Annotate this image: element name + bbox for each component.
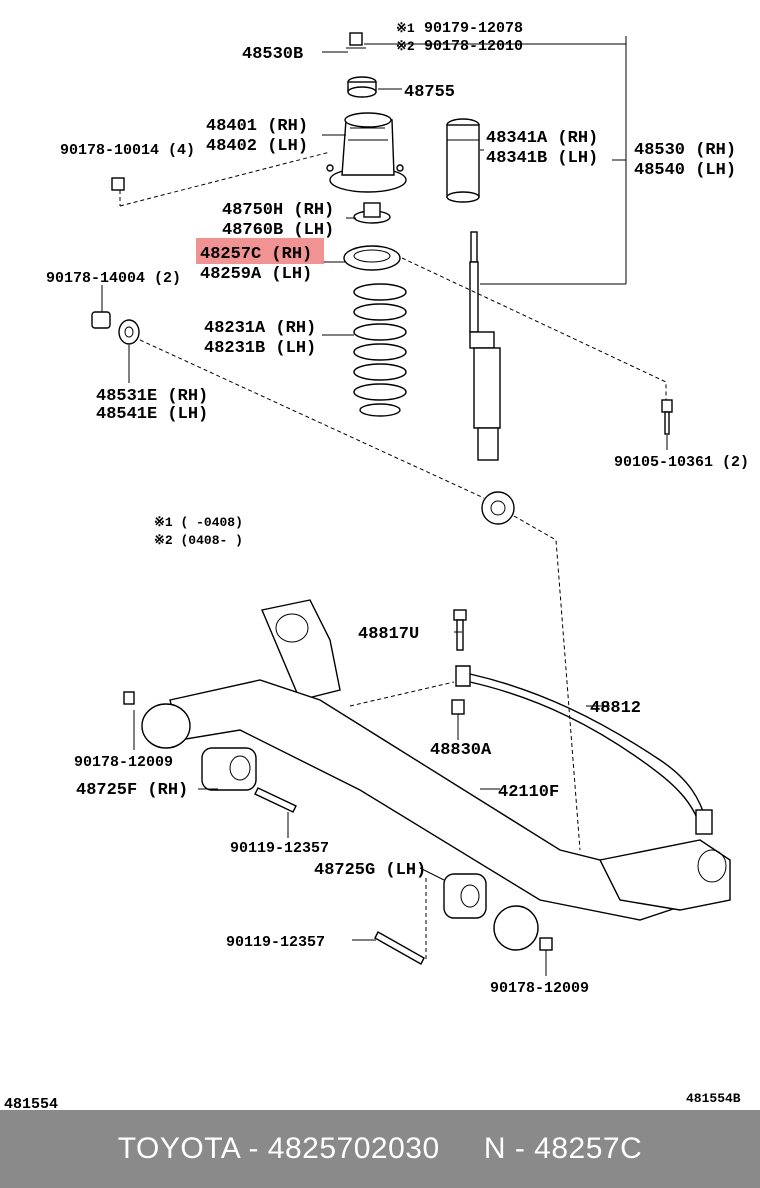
label-48401: 48401 (RH) — [206, 117, 308, 136]
label-90179-12078: 90179-12078 — [424, 20, 523, 37]
nut-90178-10014-drawing — [111, 177, 125, 191]
label-48257C: 48257C (RH) — [200, 245, 312, 264]
label-48760B: 48760B (LH) — [222, 221, 334, 240]
bushing-48725G-drawing — [443, 873, 487, 919]
label-42110F: 42110F — [498, 783, 559, 802]
bump-stopper-48341-drawing — [446, 118, 480, 203]
label-48812: 48812 — [590, 699, 641, 718]
nut-48830A-drawing — [451, 699, 465, 715]
leader-lines — [101, 36, 668, 976]
label-48540: 48540 (LH) — [634, 161, 736, 180]
nut-90178-12009-b-drawing — [539, 937, 553, 951]
footer-part-info: TOYOTA - 4825702030 N - 48257C — [117, 1132, 643, 1165]
label-48531E: 48531E (RH) — [96, 387, 208, 406]
label-48259A: 48259A (LH) — [200, 265, 312, 284]
diagram-id-right: 481554B — [686, 1091, 741, 1106]
bolt-48817U-drawing — [453, 609, 467, 651]
coil-spring-48231-drawing — [353, 283, 407, 417]
label-48817U: 48817U — [358, 625, 419, 644]
stabilizer-bar-48812-drawing — [455, 665, 713, 835]
label-48755: 48755 — [404, 83, 455, 102]
diagram-id-left: 481554 — [4, 1096, 58, 1110]
label-90178-12010: 90178-12010 — [424, 38, 523, 55]
label-48530B: 48530B — [242, 45, 303, 64]
note-mark-1: ※1 — [396, 21, 415, 36]
label-48725F: 48725F (RH) — [76, 781, 188, 800]
label-48750H: 48750H (RH) — [222, 201, 334, 220]
label-48530: 48530 (RH) — [634, 141, 736, 160]
bolt-90119-12357-a-drawing — [254, 787, 297, 813]
highlight-48257C — [196, 238, 324, 264]
nut-48530B-drawing — [346, 32, 366, 49]
support-mount-48401-drawing — [326, 112, 407, 193]
footer-bar: TOYOTA - 4825702030 N - 48257C — [0, 1110, 760, 1188]
shock-absorber-48530-drawing — [469, 231, 515, 525]
bolt-90119-12357-b-drawing — [374, 931, 425, 965]
label-48402: 48402 (LH) — [206, 137, 308, 156]
note-marks: ※1 90179-12078 ※2 90178-12010 — [396, 20, 523, 55]
label-90178-12009-b: 90178-12009 — [490, 980, 589, 997]
nut-90178-14004-drawing — [91, 311, 111, 329]
note-mark-2: ※2 — [396, 39, 415, 54]
label-48231B: 48231B (LH) — [204, 339, 316, 358]
bound-stopper-48750H-drawing — [353, 202, 391, 224]
label-90119-12357-b: 90119-12357 — [226, 934, 325, 951]
axle-beam-42110F-drawing — [141, 599, 731, 951]
label-48725G: 48725G (LH) — [314, 861, 426, 880]
label-90178-10014: 90178-10014 (4) — [60, 142, 195, 159]
bushing-48531E-drawing — [118, 319, 140, 345]
cushion-48755-drawing — [347, 76, 377, 98]
note-2: ※2 (0408- ) — [154, 533, 243, 548]
bolt-90105-10361-drawing — [661, 399, 673, 435]
label-90178-12009-a: 90178-12009 — [74, 754, 173, 771]
bushing-48725F-drawing — [201, 747, 257, 791]
label-90105-10361: 90105-10361 (2) — [614, 454, 749, 471]
label-90119-12357-a: 90119-12357 — [230, 840, 329, 857]
label-48830A: 48830A — [430, 741, 492, 760]
nut-90178-12009-a-drawing — [123, 691, 135, 705]
label-90178-14004: 90178-14004 (2) — [46, 270, 181, 287]
dashed-guide-lines — [119, 151, 667, 960]
label-48341B: 48341B (LH) — [486, 149, 598, 168]
label-48541E: 48541E (LH) — [96, 405, 208, 424]
label-48341A: 48341A (RH) — [486, 129, 598, 148]
spring-insulator-48257C-drawing — [343, 245, 401, 271]
label-48231A: 48231A (RH) — [204, 319, 316, 338]
parts-diagram: ※1 90179-12078 ※2 90178-12010 48530B 487… — [4, 20, 749, 1110]
note-1: ※1 ( -0408) — [154, 515, 243, 530]
